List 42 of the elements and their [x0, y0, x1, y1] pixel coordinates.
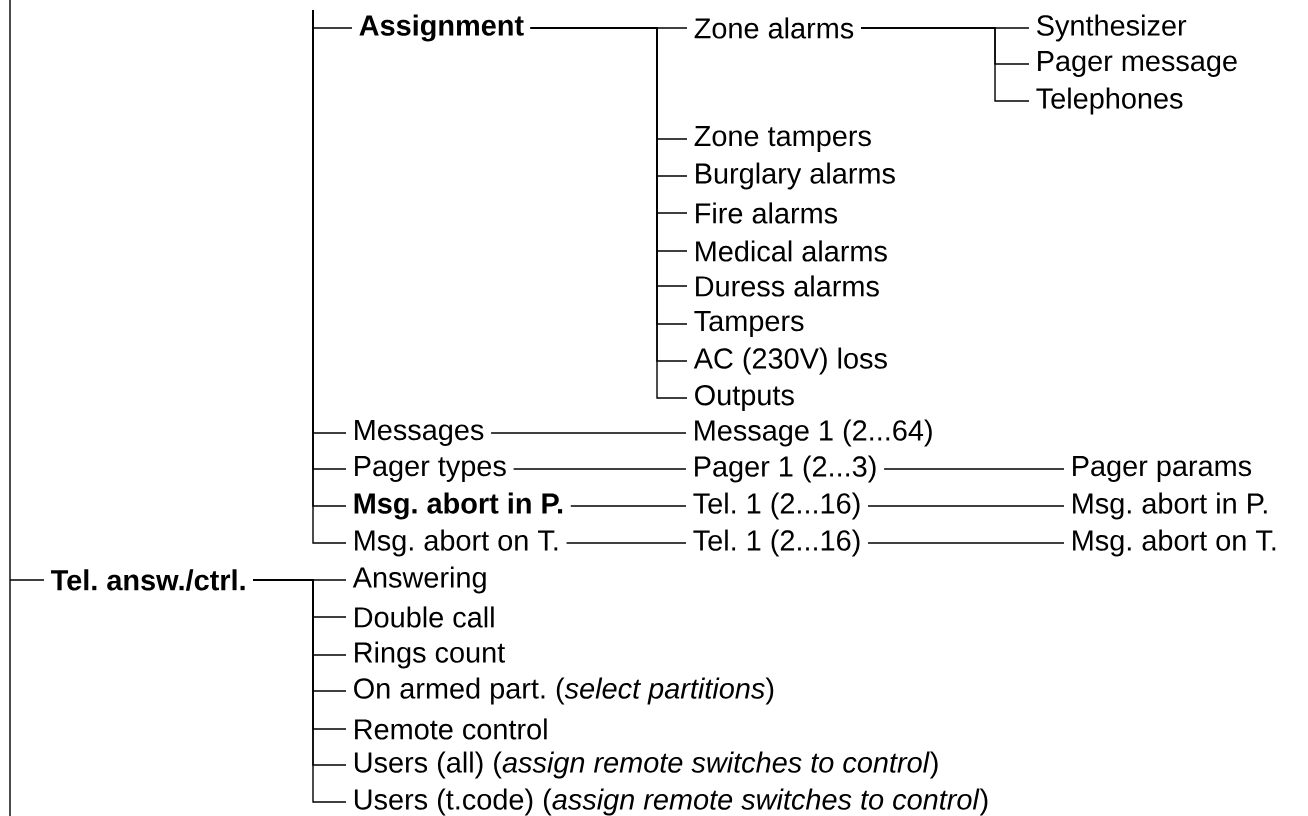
menu-item: Pager 1 (2...3) — [695, 455, 876, 483]
menu-item: Zone tampers — [694, 126, 871, 152]
menu-item: On armed part. (select partitions) — [354, 677, 774, 705]
menu-item: Msg. abort on T. — [355, 529, 558, 557]
menu-item: Zone alarms — [694, 17, 854, 39]
menu-item: Msg. abort in P. — [1073, 492, 1267, 520]
menu-item: Assignment — [359, 14, 524, 42]
menu-item: Burglary alarms — [696, 162, 895, 190]
menu-item: Outputs — [695, 384, 794, 412]
menu-item: Answering — [352, 566, 486, 594]
menu-item: Remote control — [355, 718, 547, 740]
tree-line — [867, 542, 1065, 544]
tree-line — [252, 579, 347, 803]
menu-item: Pager params — [1073, 456, 1252, 482]
menu-item: Messages — [355, 420, 484, 446]
tree-line — [9, 0, 45, 816]
tree-line — [490, 432, 687, 434]
menu-item: Fire alarms — [696, 202, 838, 224]
tree-line — [860, 27, 1030, 102]
menu-item: Telephones — [1036, 87, 1183, 115]
tree-line — [512, 468, 687, 470]
menu-item: Medical alarms — [696, 240, 887, 262]
menu-item: Tel. answ./ctrl. — [51, 569, 245, 591]
menu-item: Msg. abort on T. — [1073, 529, 1276, 557]
menu-item: Rings count — [355, 641, 505, 669]
menu-item: Tel. 1 (2...16) — [693, 529, 860, 557]
menu-item: Tel. 1 (2...16) — [693, 492, 860, 520]
tree-line — [570, 505, 687, 507]
menu-item: Double call — [355, 606, 494, 628]
tree-line — [867, 505, 1065, 507]
menu-item: Duress alarms — [696, 275, 879, 297]
menu-item: Users (t.code) (assign remote switches to control) — [354, 788, 988, 816]
menu-item: Pager types — [355, 456, 506, 482]
menu-item: Pager message — [1038, 51, 1237, 77]
menu-item: AC (230V) loss — [693, 347, 887, 375]
tree-line — [565, 542, 687, 544]
menu-item: Msg. abort in P. — [354, 492, 563, 520]
menu-item: Users (all) (assign remote switches to control) — [354, 751, 938, 779]
menu-item: Tampers — [694, 311, 804, 337]
tree-line — [883, 468, 1065, 470]
menu-item: Synthesizer — [1037, 14, 1187, 42]
menu-item: Message 1 (2...64) — [695, 419, 932, 447]
